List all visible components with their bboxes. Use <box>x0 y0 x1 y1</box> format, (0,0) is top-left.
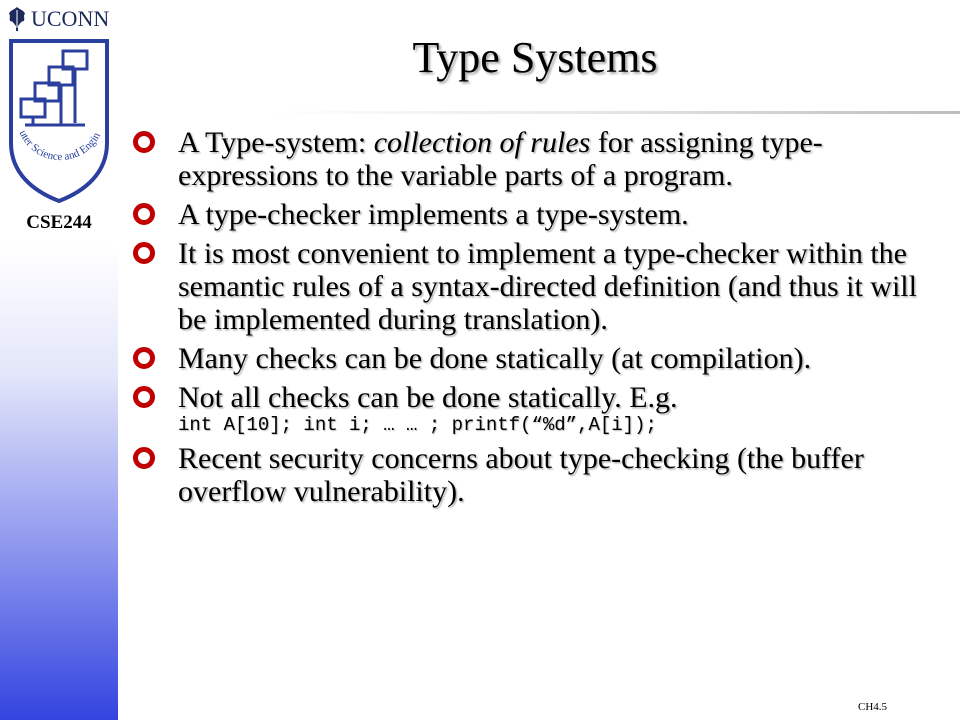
bullet-item: A Type-system: collection of rules for a… <box>130 126 930 192</box>
slide-title: Type Systems <box>412 33 658 82</box>
bullet-text: Many checks can be done statically (at c… <box>178 342 812 375</box>
bullet-item: Recent security concerns about type-chec… <box>130 442 930 508</box>
bullet-text: for assigning type-expressions to the va… <box>178 126 823 192</box>
sidebar: UCONN Computer Science and Engineering C… <box>0 0 118 720</box>
bullet-text: Recent security concerns about type-chec… <box>178 442 864 508</box>
bullet-item: It is most convenient to implement a typ… <box>130 237 930 336</box>
title-divider <box>118 111 960 114</box>
bullet-item: Many checks can be done statically (at c… <box>130 342 930 375</box>
computer-network-icon <box>19 49 89 127</box>
bullet-text: A Type-system: <box>178 126 374 159</box>
oak-leaf-icon <box>9 7 25 31</box>
bullet-list: A Type-system: collection of rules for a… <box>130 126 930 514</box>
bullet-text: It is most convenient to implement a typ… <box>178 237 917 336</box>
uconn-logo: UCONN <box>6 4 116 34</box>
code-example: int A[10]; int i; … … ; printf(“%d”,A[i]… <box>178 414 657 436</box>
bullet-circle-icon <box>133 447 155 469</box>
cse-seal: Computer Science and Engineering <box>5 33 109 204</box>
bullet-circle-icon <box>133 386 155 408</box>
page-number: CH4.5 <box>858 701 888 713</box>
course-label: CSE244 <box>26 212 92 233</box>
bullet-circle-icon <box>133 347 155 369</box>
bullet-item: A type-checker implements a type-system. <box>130 198 930 231</box>
bullet-circle-icon <box>133 131 155 153</box>
bullet-emphasis: collection of rules <box>373 126 591 159</box>
bullet-item: Not all checks can be done statically. E… <box>130 381 930 436</box>
bullet-circle-icon <box>133 203 155 225</box>
bullet-text: Not all checks can be done statically. E… <box>178 381 678 414</box>
bullet-text: A type-checker implements a type-system. <box>178 198 689 231</box>
bullet-circle-icon <box>133 242 155 264</box>
uconn-wordmark: UCONN <box>31 6 110 31</box>
